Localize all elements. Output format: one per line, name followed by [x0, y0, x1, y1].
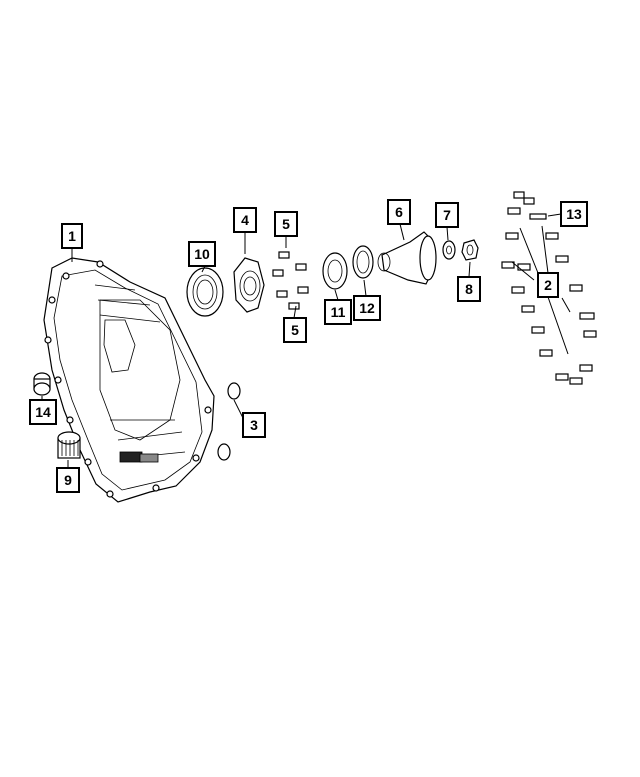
- svg-text:14: 14: [35, 404, 51, 420]
- callout-7: 7: [435, 202, 459, 228]
- svg-text:5: 5: [291, 322, 299, 338]
- svg-text:2: 2: [544, 277, 552, 293]
- snap-ring-part: [352, 245, 374, 279]
- svg-text:10: 10: [194, 246, 210, 262]
- bolt-set-part: [501, 191, 597, 385]
- plug-part: [217, 382, 241, 461]
- flange-plate-part: [233, 257, 265, 313]
- housing-part: [43, 257, 215, 503]
- needle-bearing-part: [57, 431, 81, 459]
- callout-10: 10: [188, 241, 216, 267]
- callout-5-bottom: 5: [283, 317, 307, 343]
- callout-14: 14: [29, 399, 57, 425]
- callout-9: 9: [56, 467, 80, 493]
- callout-2: 2: [537, 272, 559, 298]
- bolts-part: [272, 251, 309, 310]
- callout-8: 8: [457, 276, 481, 302]
- callout-5-top: 5: [274, 211, 298, 237]
- svg-text:9: 9: [64, 472, 72, 488]
- svg-text:5: 5: [282, 216, 290, 232]
- extension-housing-part: [377, 231, 437, 285]
- ring-seal-part: [186, 267, 224, 317]
- callout-6: 6: [387, 199, 411, 225]
- svg-text:13: 13: [566, 206, 582, 222]
- sleeve-part: [33, 372, 51, 396]
- svg-text:12: 12: [359, 300, 375, 316]
- svg-text:6: 6: [395, 204, 403, 220]
- callout-3: 3: [242, 412, 266, 438]
- leader-lines: [41, 213, 571, 468]
- seal-part: [322, 252, 348, 290]
- callout-12: 12: [353, 295, 381, 321]
- callout-1: 1: [61, 223, 83, 249]
- svg-text:1: 1: [68, 228, 76, 244]
- svg-text:11: 11: [331, 304, 346, 320]
- nut-part: [461, 239, 479, 261]
- svg-text:8: 8: [465, 281, 473, 297]
- svg-text:4: 4: [241, 212, 249, 228]
- svg-text:3: 3: [250, 417, 258, 433]
- callout-4: 4: [233, 207, 257, 233]
- svg-text:7: 7: [443, 207, 451, 223]
- washer-part: [442, 240, 456, 260]
- callout-11: 11: [324, 299, 352, 325]
- callout-13: 13: [560, 201, 588, 227]
